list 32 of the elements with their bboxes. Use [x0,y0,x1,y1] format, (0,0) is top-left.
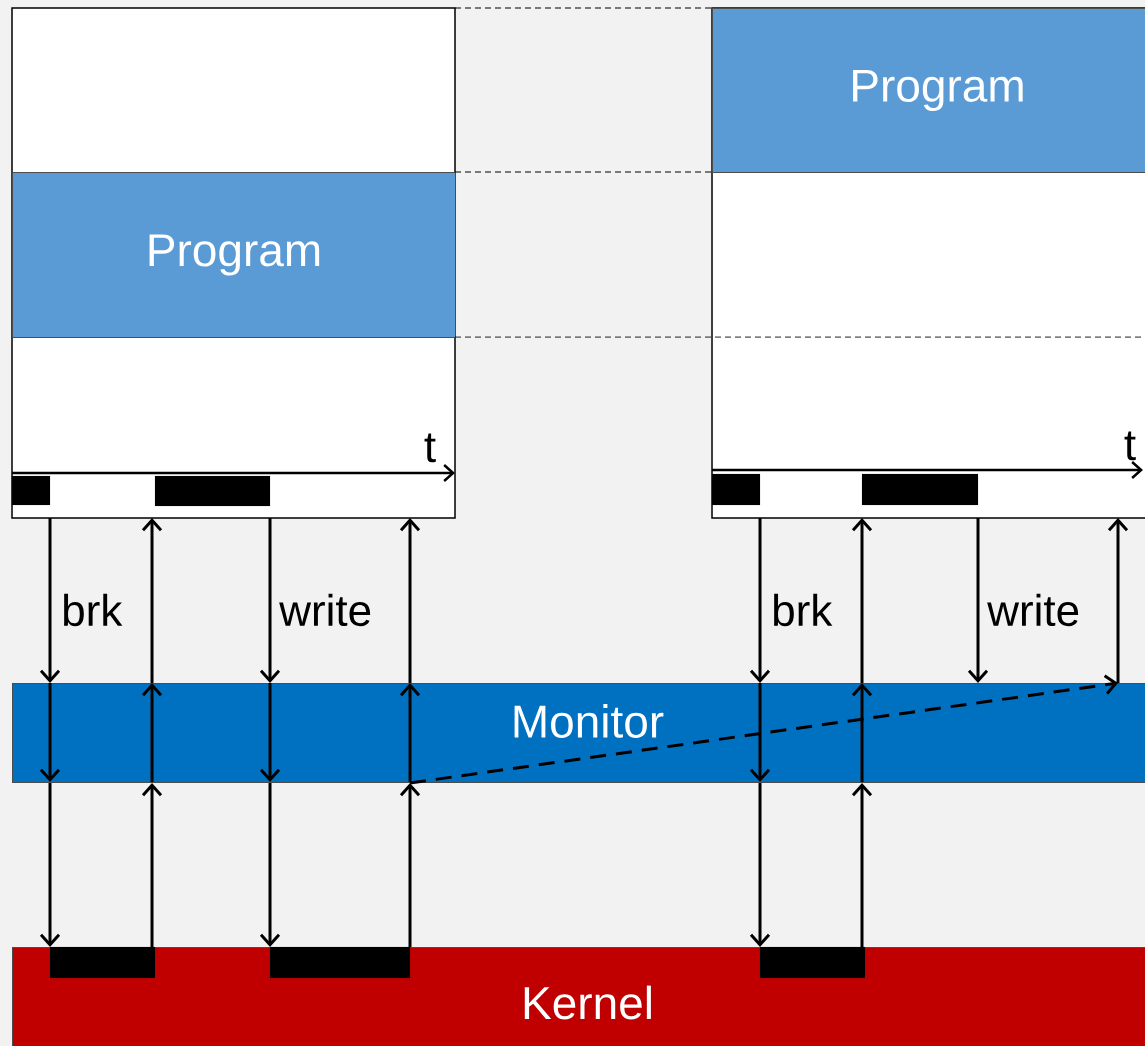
edge-label: write [986,592,1082,628]
arrow [399,783,421,947]
arrow [851,783,873,947]
arrow [1107,518,1129,683]
program-band: Program [12,172,456,338]
arrow [749,783,771,947]
kernel-band: Kernel [12,947,1145,1046]
edge-label: write [278,592,374,628]
axis-label: t [424,433,436,463]
arrow [259,783,281,947]
arrow [141,783,163,947]
execution-bar [154,475,271,507]
program-band: Program [712,8,1145,173]
edge-label: brk [60,592,124,628]
arrow [749,518,771,683]
arrow [39,518,61,683]
axis-label: t [1124,431,1136,461]
arrow [39,783,61,947]
arrow [141,518,163,683]
arrow [851,518,873,683]
monitor-band: Monitor [12,683,1145,783]
arrow [399,518,421,683]
execution-bar [11,475,51,506]
execution-bar [759,946,866,979]
edge-label: brk [770,592,834,628]
arrow [967,518,989,683]
execution-bar [711,473,761,506]
dashed-arrow [409,674,1118,785]
execution-bar [269,946,411,979]
execution-bar [861,473,979,506]
arrow [259,518,281,683]
execution-bar [49,946,156,979]
